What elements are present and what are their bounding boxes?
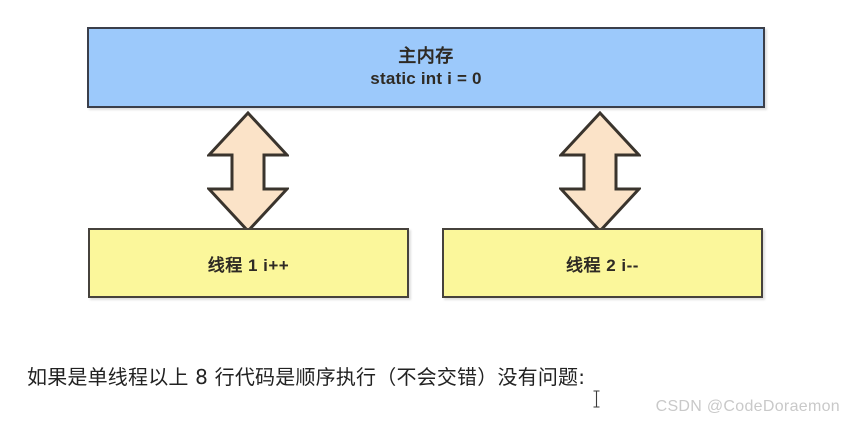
thread-1-label: 线程 1 i++: [207, 255, 290, 275]
main-memory-title: 主内存: [398, 46, 454, 67]
i-beam-cursor-icon: [592, 390, 601, 408]
thread-2-label: 线程 2 i--: [566, 255, 639, 275]
thread-box-1: 线程 1 i++: [88, 228, 409, 298]
main-memory-declaration: static int i = 0: [370, 68, 482, 88]
main-memory-box: 主内存 static int i = 0: [87, 27, 765, 108]
caption-text: 如果是单线程以上 8 行代码是顺序执行（不会交错）没有问题:: [27, 365, 586, 389]
bidirectional-arrow-icon-left: [207, 111, 289, 233]
bidirectional-arrow-icon-right: [559, 111, 641, 233]
thread-box-2: 线程 2 i--: [442, 228, 763, 298]
csdn-watermark: CSDN @CodeDoraemon: [655, 398, 840, 415]
